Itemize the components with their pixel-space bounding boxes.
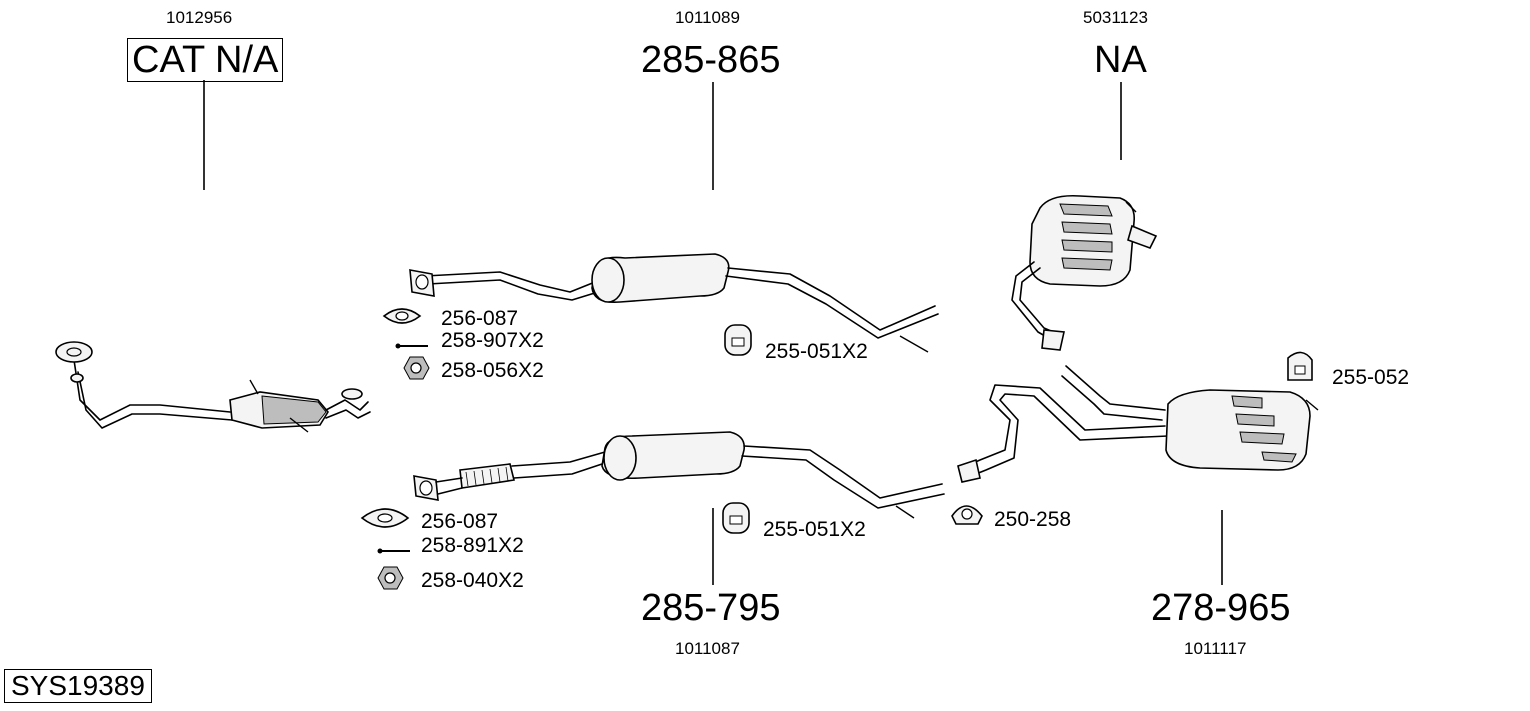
hardware-label-clamp: 250-258 <box>994 508 1072 531</box>
ref-number-278-965: 1011117 <box>1184 639 1247 658</box>
ref-number-cat: 1012956 <box>166 8 233 27</box>
ref-number-285-795: 1011087 <box>675 639 740 658</box>
center-muffler-lower-drawing <box>413 431 945 519</box>
lower-hardware-icons <box>360 502 983 590</box>
hardware-label-bolt-lower: 258-891X2 <box>421 534 524 557</box>
rear-muffler-278-965-drawing <box>957 351 1319 483</box>
hanger-icon-upper <box>724 324 752 356</box>
hardware-label-nut-upper: 258-056X2 <box>441 359 544 382</box>
part-number-285-865: 285-865 <box>641 39 781 81</box>
hardware-label-rear-hanger: 255-052 <box>1332 366 1410 389</box>
catalytic-converter-drawing <box>55 341 371 433</box>
center-muffler-upper-drawing <box>409 253 939 353</box>
hardware-label-bolt-upper: 258-907X2 <box>441 329 544 352</box>
upper-hardware-icons <box>382 308 752 380</box>
hardware-label-hanger-upper: 255-051X2 <box>765 340 868 363</box>
part-number-285-795: 285-795 <box>641 587 781 629</box>
part-number-278-965: 278-965 <box>1151 587 1291 629</box>
system-code-label: SYS19389 <box>4 669 152 703</box>
ref-number-285-865: 1011089 <box>675 8 740 27</box>
ref-number-na: 5031123 <box>1083 8 1148 27</box>
part-number-cat: CAT N/A <box>127 38 284 82</box>
hanger-icon-rear <box>1287 351 1313 381</box>
hardware-label-gasket-upper: 256-087 <box>441 307 519 330</box>
hanger-icon-lower <box>722 502 750 534</box>
clamp-icon <box>951 505 983 525</box>
hardware-label-gasket-lower: 256-087 <box>421 510 499 533</box>
hardware-label-hanger-lower: 255-051X2 <box>763 518 866 541</box>
rear-muffler-na-drawing <box>1011 194 1158 351</box>
part-number-na: NA <box>1094 39 1147 81</box>
hardware-label-nut-lower: 258-040X2 <box>421 569 524 592</box>
